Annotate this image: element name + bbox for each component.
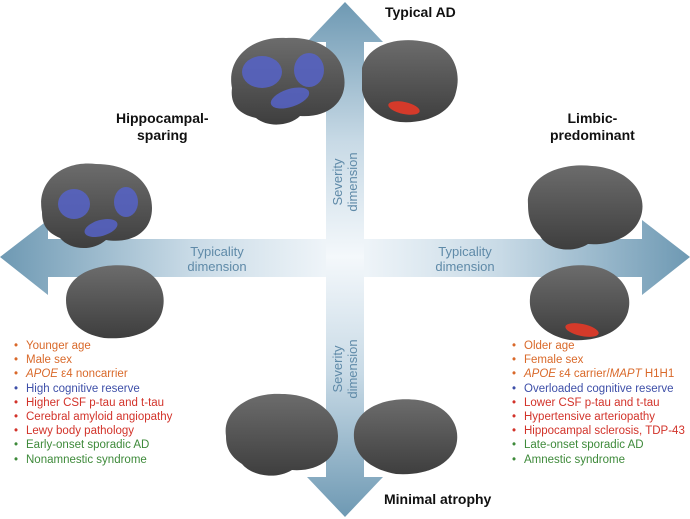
feature-item: • High cognitive reserve [14,382,172,396]
title-typical-ad: Typical AD [385,4,456,20]
feature-item: • APOE ε4 carrier/MAPT H1H1 [512,367,685,381]
typicality-label-right: Typicality dimension [435,244,495,274]
feature-text: Early-onset sporadic AD [26,439,150,452]
feature-text: Male sex [26,354,73,367]
brain-right-medial [529,265,630,341]
feature-item: • Amnestic syndrome [512,453,685,467]
bullet-icon: • [512,396,517,409]
feature-text: ε4 carrier/ [555,368,610,381]
brain-bottom-lateral [225,393,338,476]
feature-text: H1H1 [641,368,675,381]
bullet-icon: • [14,411,19,424]
bullet-icon: • [14,368,19,381]
bullet-icon: • [14,354,19,367]
feature-text: ε4 noncarrier [57,368,128,381]
bullet-icon: • [512,368,517,381]
feature-text: Cerebral amyloid angiopathy [26,411,173,424]
bullet-icon: • [512,411,517,424]
feature-item: • Higher CSF p-tau and t-tau [14,396,172,410]
feature-text: Higher CSF p-tau and t-tau [26,396,165,409]
title-limbic-predominant: Limbic- predominant [550,110,635,143]
bullet-icon: • [14,382,19,395]
feature-item: • Hypertensive arteriopathy [512,410,685,424]
feature-item: • Cerebral amyloid angiopathy [14,410,172,424]
bullet-icon: • [14,340,19,352]
feature-item: • Younger age [14,339,172,353]
brain-bottom-medial [353,399,458,475]
bullet-icon: • [14,453,19,466]
title-hippocampal-sparing: Hippocampal- sparing [116,110,209,143]
feature-item: • Male sex [14,353,172,367]
limbic-predominant-features: • Older age • Female sex • APOE ε4 carrier/MA… [512,339,685,467]
gene-name: MAPT [609,368,642,381]
feature-item: • Female sex [512,353,685,367]
feature-item: • Hippocampal sclerosis, TDP-43 [512,424,685,438]
feature-item: • Lewy body pathology [14,424,172,438]
brain-top-lateral [231,37,345,125]
feature-text: Lewy body pathology [26,425,135,438]
feature-text: Hypertensive arteriopathy [524,411,656,424]
typicality-label-left: Typicality dimension [187,244,247,274]
feature-text: Overloaded cognitive reserve [524,382,674,395]
bullet-icon: • [512,340,517,352]
brain-left-lateral [41,163,152,249]
feature-text: Lower CSF p-tau and t-tau [524,396,660,409]
bullet-icon: • [14,425,19,438]
bullet-icon: • [512,439,517,452]
feature-text: Nonamnestic syndrome [26,453,147,466]
feature-text: Older age [524,340,575,352]
gene-name: APOE [524,368,556,381]
feature-item: • APOE ε4 noncarrier [14,367,172,381]
title-minimal-atrophy: Minimal atrophy [384,491,492,507]
bullet-icon: • [512,425,517,438]
feature-item: • Older age [512,339,685,353]
brain-right-lateral [527,165,643,250]
brain-left-medial [66,265,164,339]
feature-item: • Early-onset sporadic AD [14,438,172,452]
feature-text: Amnestic syndrome [524,453,625,466]
feature-item: • Overloaded cognitive reserve [512,382,685,396]
feature-item: • Late-onset sporadic AD [512,438,685,452]
bullet-icon: • [512,453,517,466]
brain-top-medial [362,40,458,123]
bullet-icon: • [14,396,19,409]
hippocampal-sparing-features: • Younger age • Male sex • APOE ε4 noncarrier… [14,339,172,467]
feature-text: Hippocampal sclerosis, TDP-43 [524,425,685,438]
bullet-icon: • [512,354,517,367]
bullet-icon: • [512,382,517,395]
feature-text: Female sex [524,354,584,367]
bullet-icon: • [14,439,19,452]
severity-label-bottom: Severity dimension [330,339,360,399]
feature-text: High cognitive reserve [26,382,140,395]
typicality-arrow-right [345,220,690,295]
feature-item: • Nonamnestic syndrome [14,453,172,467]
feature-text: Late-onset sporadic AD [524,439,644,452]
severity-label-top: Severity dimension [330,152,360,212]
feature-text: Younger age [26,340,91,352]
gene-name: APOE [26,368,58,381]
feature-item: • Lower CSF p-tau and t-tau [512,396,685,410]
